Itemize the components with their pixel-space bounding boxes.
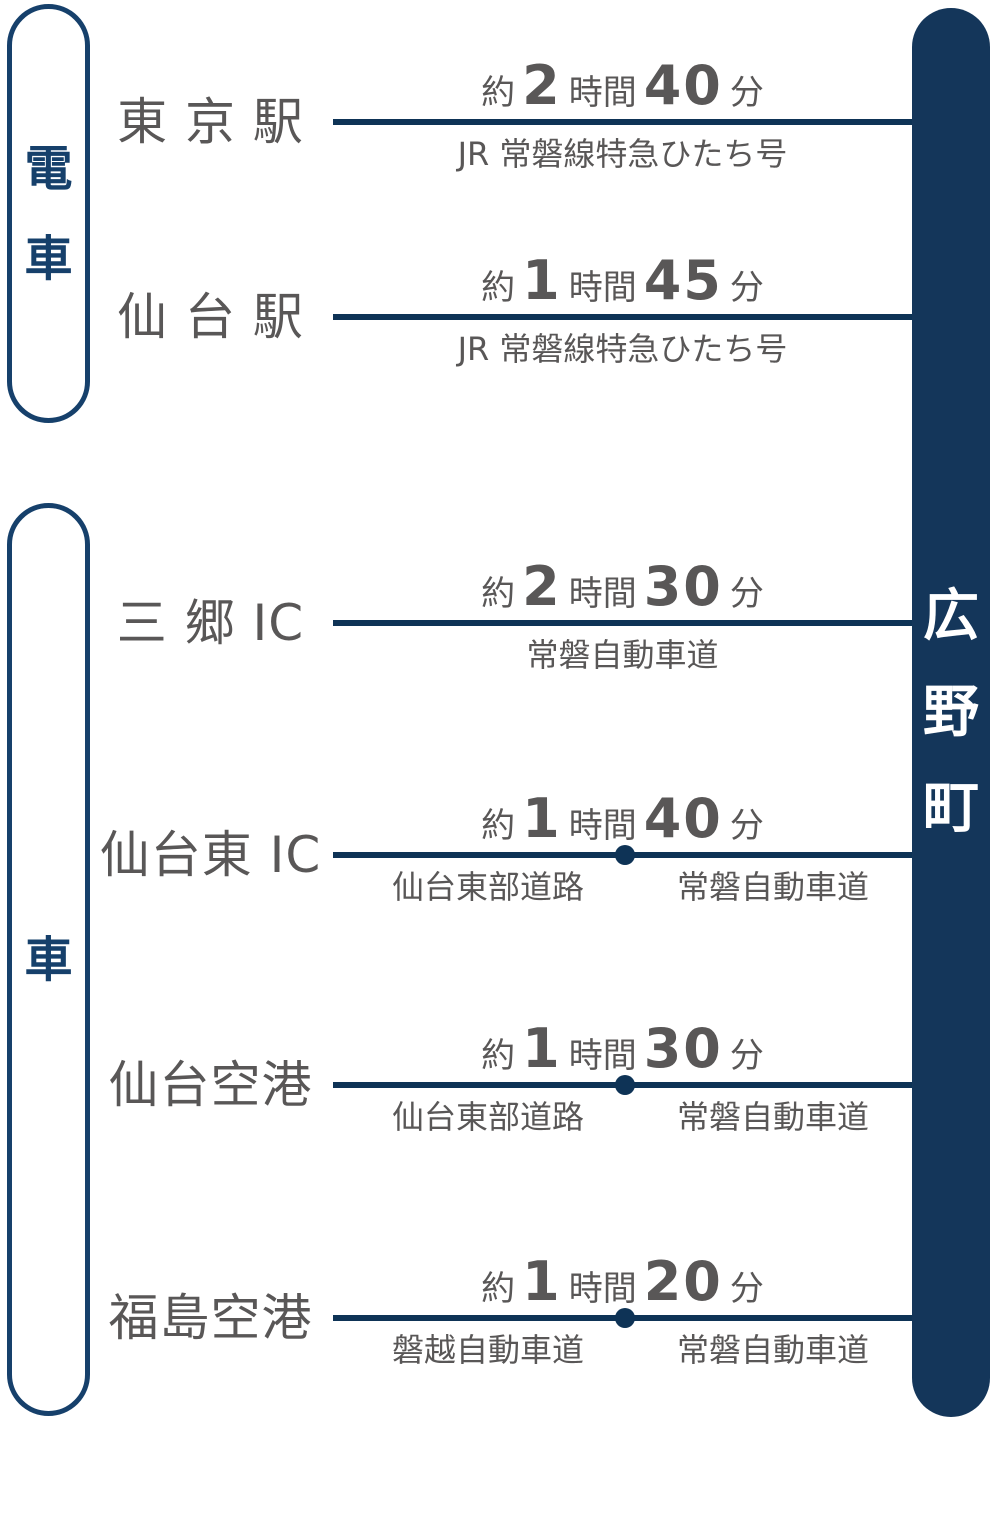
- origin-label: 仙 台 駅: [117, 288, 304, 346]
- road-label: JR 常磐線特急ひたち号: [457, 330, 788, 368]
- destination-char: 野: [923, 679, 979, 745]
- duration-hours-unit: 時間: [568, 1269, 637, 1309]
- origin-label: 仙台東 IC: [99, 826, 322, 884]
- duration-minutes: 45: [643, 249, 723, 312]
- duration-minutes: 30: [643, 1017, 723, 1080]
- road-label: 常磐自動車道: [526, 636, 719, 674]
- duration-hours-unit: 時間: [568, 806, 637, 846]
- origin-label: 東 京 駅: [117, 93, 304, 151]
- duration-hours: 2: [522, 54, 562, 117]
- duration-hours: 1: [522, 1250, 562, 1313]
- road-label-right: 常磐自動車道: [676, 1331, 869, 1369]
- duration-minutes: 40: [643, 54, 723, 117]
- duration-hours-unit: 時間: [568, 73, 637, 113]
- destination-char: 町: [923, 775, 979, 841]
- route-line: [333, 314, 912, 320]
- junction-dot: [615, 1075, 635, 1095]
- duration-approx: 約: [481, 268, 516, 308]
- road-label-left: 磐越自動車道: [391, 1331, 584, 1369]
- junction-dot: [615, 1308, 635, 1328]
- duration-minutes: 30: [643, 555, 723, 618]
- road-label-left: 仙台東部道路: [391, 868, 584, 906]
- origin-label: 三 郷 IC: [116, 594, 305, 652]
- road-label: JR 常磐線特急ひたち号: [457, 135, 788, 173]
- duration-hours: 1: [522, 249, 562, 312]
- duration-hours: 2: [522, 555, 562, 618]
- duration-hours-unit: 時間: [568, 574, 637, 614]
- train-section-badge: 電 車: [7, 4, 90, 423]
- duration-approx: 約: [481, 806, 516, 846]
- origin-label: 仙台空港: [108, 1056, 313, 1114]
- train-badge-char: 電: [24, 140, 73, 197]
- duration-hours-unit: 時間: [568, 268, 637, 308]
- road-label-left: 仙台東部道路: [391, 1098, 584, 1136]
- car-badge-char: 車: [24, 931, 73, 988]
- road-label-right: 常磐自動車道: [676, 868, 869, 906]
- duration-minutes: 20: [643, 1250, 723, 1313]
- duration-minutes-unit: 分: [729, 574, 764, 614]
- duration-minutes-unit: 分: [729, 73, 764, 113]
- train-badge-char: 車: [24, 230, 73, 287]
- duration-minutes-unit: 分: [729, 268, 764, 308]
- duration-approx: 約: [481, 73, 516, 113]
- duration-approx: 約: [481, 1269, 516, 1309]
- car-section-badge: 車: [7, 503, 90, 1416]
- route-line: [333, 620, 912, 626]
- duration-minutes-unit: 分: [729, 1269, 764, 1309]
- duration-minutes: 40: [643, 787, 723, 850]
- junction-dot: [615, 845, 635, 865]
- origin-label: 福島空港: [108, 1289, 313, 1347]
- duration-hours-unit: 時間: [568, 1036, 637, 1076]
- duration-approx: 約: [481, 574, 516, 614]
- duration-approx: 約: [481, 1036, 516, 1076]
- destination-char: 広: [923, 583, 979, 649]
- destination-bar: 広 野 町: [912, 8, 990, 1417]
- route-line: [333, 119, 912, 125]
- duration-hours: 1: [522, 1017, 562, 1080]
- duration-minutes-unit: 分: [729, 1036, 764, 1076]
- duration-hours: 1: [522, 787, 562, 850]
- duration-minutes-unit: 分: [729, 806, 764, 846]
- road-label-right: 常磐自動車道: [676, 1098, 869, 1136]
